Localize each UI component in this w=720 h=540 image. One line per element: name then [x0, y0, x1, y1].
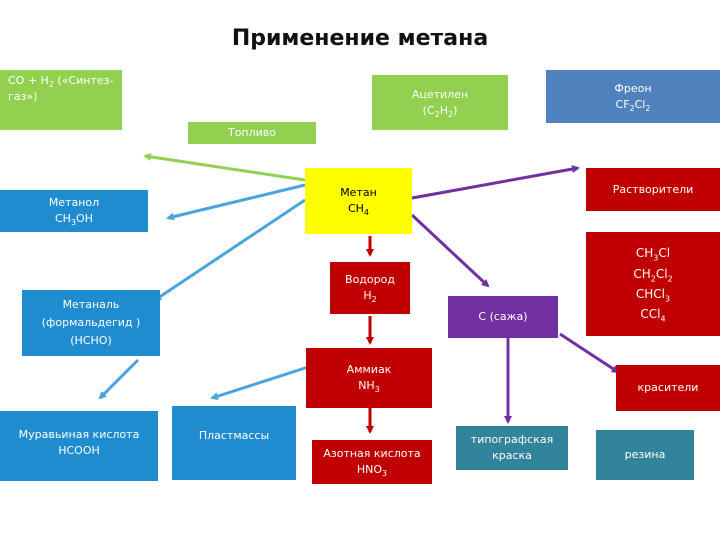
- arrow-soot: [410, 213, 490, 288]
- node-label-line: CCl4: [640, 307, 666, 324]
- arrow-methanol: [166, 183, 306, 221]
- node-label-line: Фреон: [614, 81, 652, 95]
- node-label-line: (HCHO): [70, 334, 112, 348]
- node-label-line: (формальдегид ): [41, 315, 141, 329]
- node-label-line: красители: [637, 381, 699, 395]
- node-label-line: резина: [624, 448, 666, 462]
- node-label-line: HNO3: [356, 463, 388, 479]
- box-fuel: Топливо: [188, 122, 316, 144]
- box-solvents: Растворители: [586, 168, 720, 211]
- node-label-line: CHCl3: [635, 287, 671, 304]
- box-rubber: резина: [596, 430, 694, 480]
- arrow-dyes: [559, 332, 620, 374]
- node-label-line: Метанол: [48, 196, 100, 210]
- box-syngas: CO + H2 («Синтез-газ»): [0, 70, 122, 130]
- node-label-line: CH3OH: [55, 212, 93, 228]
- diagram-title: Применение метана: [231, 26, 489, 51]
- node-label-line: Аммиак: [346, 363, 392, 377]
- arrow-formic: [98, 358, 140, 400]
- node-label-line: CO + H2 («Синтез-: [8, 74, 114, 90]
- node-label-line: Топливо: [227, 126, 277, 140]
- arrow-solvents: [411, 165, 580, 200]
- box-methanal: Метаналь (формальдегид ) (HCHO): [22, 290, 160, 356]
- node-label-line: Муравьиная кислота: [18, 428, 140, 441]
- node-label-line: Метаналь: [62, 297, 120, 311]
- box-ink: типографская краска: [456, 426, 568, 470]
- node-label-line: HCOOH: [58, 443, 100, 457]
- node-label-line: CH3Cl: [635, 246, 671, 263]
- node-label-line: (C2H2): [422, 103, 458, 119]
- node-label-line: CH2Cl2: [633, 266, 673, 283]
- node-label-line: Водород: [345, 273, 395, 287]
- node-label-line: газ»): [8, 89, 38, 103]
- arrow-fuel: [143, 152, 306, 182]
- box-plastics: Пластмассы: [172, 406, 296, 480]
- node-label-line: H2: [363, 289, 377, 305]
- node-label-line: C (сажа): [478, 310, 528, 324]
- box-acetylene: Ацетилен (C2H2): [372, 75, 508, 130]
- node-label-line: Метан: [340, 186, 377, 200]
- node-label-line: Пластмассы: [198, 429, 270, 442]
- node-label-line: Азотная кислота: [323, 447, 421, 461]
- node-label-line: Растворители: [612, 182, 694, 196]
- node-label-line: Ацетилен: [411, 87, 469, 101]
- box-dyes: красители: [616, 365, 720, 411]
- node-label-line: краска: [492, 449, 532, 462]
- node-label-line: CF2Cl2: [615, 97, 651, 113]
- node-label-line: CH4: [347, 202, 370, 218]
- node-label-line: NH3: [358, 379, 380, 395]
- arrow-methanal: [153, 198, 306, 302]
- box-soot: C (сажа): [448, 296, 558, 338]
- node-label-line: типографская: [470, 433, 554, 447]
